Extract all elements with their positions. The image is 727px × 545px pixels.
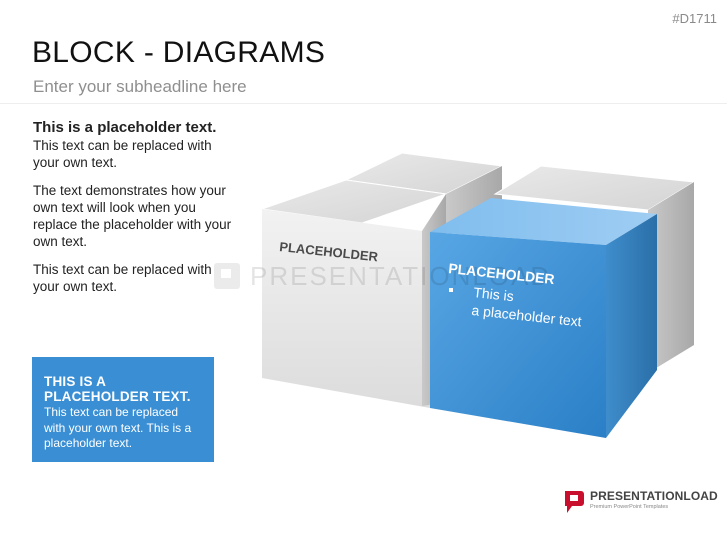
- brand-name: PRESENTATIONLOAD: [590, 489, 718, 503]
- left-paragraph-1: This text can be replaced with your own …: [33, 138, 212, 170]
- left-paragraph-2: The text demonstrates how your own text …: [33, 183, 232, 249]
- watermark-icon: [214, 263, 240, 289]
- presentationload-logo-icon: [565, 491, 584, 513]
- page-title: BLOCK - DIAGRAMS: [32, 36, 326, 69]
- left-text-panel: This is a placeholder text. This text ca…: [33, 119, 233, 306]
- left-paragraph-3: This text can be replaced with your own …: [33, 262, 212, 294]
- callout-heading: This is a placeholder text.: [44, 374, 191, 404]
- block-front-right-highlight: [430, 198, 657, 438]
- callout-box: This is a placeholder text. This text ca…: [32, 357, 214, 462]
- slide-id: #D1711: [672, 11, 717, 26]
- block-back-left: [344, 152, 504, 228]
- watermark-text: PRESENTATIONLOAD: [250, 261, 551, 291]
- callout-body: This text can be replaced with your own …: [44, 405, 192, 450]
- page-subtitle: Enter your subheadline here: [33, 77, 247, 96]
- left-heading: This is a placeholder text.: [33, 119, 217, 136]
- bullet-icon: [449, 288, 453, 292]
- block-back-right: [493, 165, 696, 373]
- brand-tagline: Premium PowerPoint Templates: [590, 504, 669, 510]
- header-divider: [0, 103, 727, 104]
- block-front-left: [261, 179, 447, 408]
